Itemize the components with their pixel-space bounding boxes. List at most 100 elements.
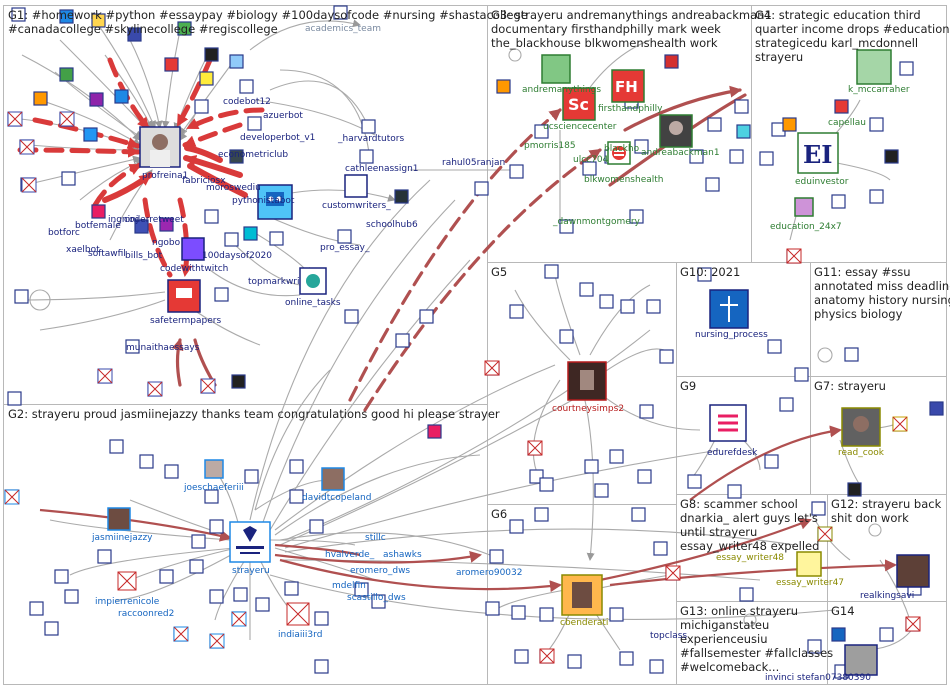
node-label-invinci: invinci	[765, 673, 794, 683]
node-label-botforc: botforc	[48, 228, 80, 238]
node-label-realkingsavi: realkingsavi	[860, 591, 914, 601]
node-label-coderretweet: coderretweet	[124, 215, 184, 225]
group-boxes	[3, 5, 947, 685]
avatar-andreabackman1[interactable]	[659, 114, 693, 148]
node-label-bills-bot: bills_bot	[125, 251, 163, 261]
node-label-stillc: stillc	[365, 533, 386, 543]
avatar-andremanythings[interactable]	[541, 54, 571, 84]
node-label-econometriclub: econometriclub	[218, 150, 288, 160]
svg-text:EI: EI	[803, 140, 833, 169]
group-title-g11: G11: essay #ssu	[814, 265, 911, 279]
group-title-g13: G13: online strayeru	[680, 604, 798, 618]
node-label-codebot12: codebot12	[223, 97, 271, 107]
group-title-g12: G12: strayeru back	[831, 497, 942, 511]
group-title-g13-line3: experienceusiu	[680, 632, 768, 646]
node-label-indiaiii3rd: indiaiii3rd	[278, 630, 322, 640]
node-label-essay-writer47: essay_writer47	[776, 578, 844, 588]
group-box-g14	[827, 601, 947, 685]
node-label-moroswediu: moroswediu	[206, 183, 261, 193]
avatar-nursing-process[interactable]	[709, 289, 749, 329]
group-title-g8-line3: until strayeru	[680, 525, 757, 539]
node-label-xaelbot: xaelbot	[66, 245, 100, 255]
avatar-ucsciencecenter[interactable]: Sc	[562, 87, 596, 121]
node-label-munaithaessays: munaithaessays	[126, 343, 200, 353]
node-label-ashawks: ashawks	[383, 550, 422, 560]
avatar-100daysof2020[interactable]	[181, 237, 205, 261]
node-label-scastillo-dws: scastillo_dws	[347, 593, 406, 603]
avatar-education-24x7[interactable]	[794, 197, 814, 217]
node-label-pythonistabot: pythonistabot	[232, 196, 295, 206]
node-label-blkwomenshealth: blkwomenshealth	[584, 175, 663, 185]
avatar-blkwomenshealth[interactable]	[607, 141, 631, 165]
avatar-realkingsavi[interactable]	[896, 554, 930, 588]
avatar-davidtcopeland[interactable]	[321, 467, 345, 491]
group-title-g11-line2: annotated miss deadline	[814, 279, 950, 293]
node-label-eromero-dws: eromero_dws	[350, 566, 410, 576]
node-label-cbenderati: cbenderati	[560, 618, 608, 628]
node-label-stefan07380390: stefan07380390	[797, 673, 871, 683]
node-label-read-cook: read_cook	[838, 448, 885, 458]
avatar-joeschaeferiii[interactable]	[204, 459, 224, 479]
avatar-jasmiinejazzy[interactable]	[107, 507, 131, 531]
node-label-andreabackman1: andreabackman1	[641, 148, 720, 158]
group-title-g7: G7: strayeru	[814, 379, 886, 393]
group-title-g12-line2: shit don work	[831, 511, 909, 525]
avatar-stefan07380390[interactable]	[844, 644, 878, 676]
node-label-capellau: capellau	[828, 118, 866, 128]
group-title-g11-line4: physics biology	[814, 307, 903, 321]
group-title-g8: G8: scammer school	[680, 497, 798, 511]
node-label-topclass: topclass	[650, 631, 687, 641]
node-label-edurefdesk: edurefdesk	[707, 448, 758, 458]
avatar-pythonistabot[interactable]	[257, 184, 293, 220]
avatar-courtneysimps2[interactable]	[567, 361, 607, 401]
avatar-online-tasks[interactable]	[299, 267, 327, 295]
avatar-read-cook[interactable]	[841, 407, 881, 447]
node-label-schoolhub6: schoolhub6	[366, 220, 418, 230]
avatar-safetermpapers[interactable]	[167, 279, 201, 313]
group-title-g2: G2: strayeru proud jasmiinejazzy thanks …	[8, 407, 500, 421]
svg-text:FH: FH	[615, 78, 638, 96]
node-label-pmorris185: pmorris185	[524, 141, 576, 151]
node-label-fabriciosx: fabriciosx	[182, 176, 226, 186]
avatar-customwriters[interactable]	[344, 174, 368, 198]
node-label-cathleenassign1: cathleenassign1	[345, 164, 419, 174]
node-label-codewithtwitch: codewithtwitch	[160, 264, 228, 274]
small-nodes	[4, 5, 944, 679]
node-label-aromero90032: aromero90032	[456, 568, 522, 578]
group-title-g4: G4: strategic education third	[755, 8, 921, 22]
group-title-g3-line3: the_blackhouse blkwomenshealth work	[491, 36, 718, 50]
group-title-g4-line4: strayeru	[755, 50, 803, 64]
group-title-g11-line3: anatomy history nursing	[814, 293, 950, 307]
avatar-firsthandphilly[interactable]: FH	[611, 69, 645, 103]
node-label-ulcc704: ulcc704	[573, 155, 609, 165]
group-titles: G1: #homework #python #essaypay #biology…	[8, 8, 950, 674]
node-label-jasmiinejazzy: jasmiinejazzy	[91, 533, 153, 543]
node-label-essay-writer48: essay_writer48	[716, 553, 784, 563]
node-label-profreina1: profreina1	[142, 171, 188, 181]
avatar-k-mccarraher[interactable]	[856, 49, 892, 85]
node-label-harvardtutors: _harvardtutors	[337, 134, 404, 144]
node-label-joeschaeferiii: joeschaeferiii	[183, 483, 244, 493]
avatar-eduinvestor[interactable]: EI	[797, 132, 839, 174]
avatar-edurefdesk[interactable]	[709, 404, 747, 442]
group-title-g13-line2: michiganstateu	[680, 618, 769, 632]
node-label-dawnmontgomery: _dawnmontgomery	[552, 217, 641, 227]
group-title-g10: G10: 2021	[680, 265, 740, 279]
group-title-g13-line4: #fallsemester #fallclasses	[680, 646, 833, 660]
group-title-g1-line2: #canadacollege #skylinecollege #regiscol…	[8, 22, 278, 36]
hub-nodes: Sc FH EI	[107, 49, 930, 676]
node-label-courtneysimps2: courtneysimps2	[552, 404, 624, 414]
group-title-g4-line3: strategicedu karl_mcdonnell	[755, 36, 918, 50]
svg-text:Sc: Sc	[568, 95, 589, 114]
node-label-mdelfin: mdelfin	[332, 581, 366, 591]
node-label-customwriters: customwriters_	[322, 201, 391, 211]
avatar-cbenderati[interactable]	[561, 574, 603, 616]
avatar-essay-writer47[interactable]	[796, 551, 822, 577]
node-label-ucsciencecenter: ucsciencecenter	[543, 122, 617, 132]
node-label-davidtcopeland: davidtcopeland	[302, 493, 371, 503]
avatar-strayeru[interactable]	[229, 521, 271, 563]
group-title-g13-line5: #welcomeback...	[680, 660, 779, 674]
placeholder-nodes	[4, 111, 921, 664]
avatar-profreina1[interactable]	[139, 126, 181, 168]
